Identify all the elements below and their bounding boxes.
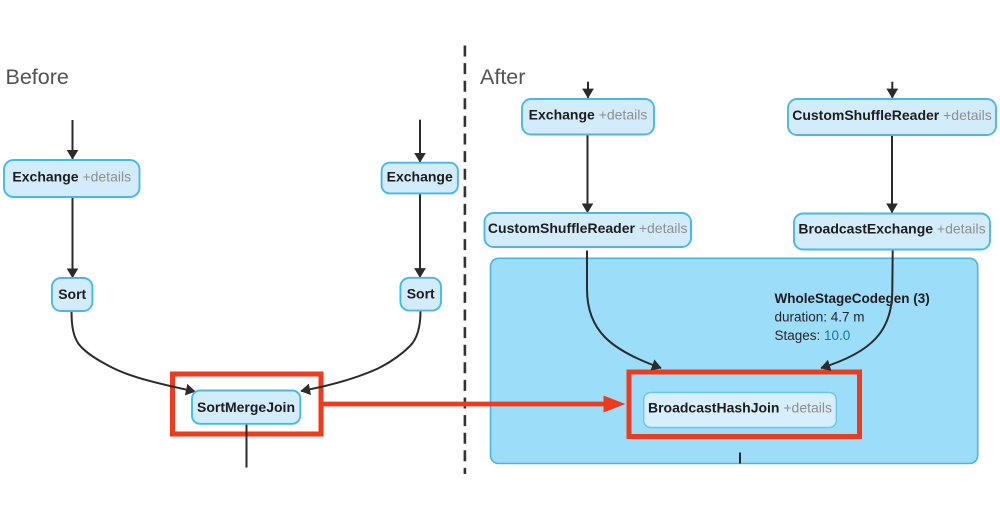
svg-text:Sort: Sort bbox=[58, 286, 86, 302]
svg-text:BroadcastExchange +details: BroadcastExchange +details bbox=[798, 221, 985, 237]
svg-text:BroadcastHashJoin +details: BroadcastHashJoin +details bbox=[648, 399, 832, 415]
svg-text:CustomShuffleReader +details: CustomShuffleReader +details bbox=[488, 220, 688, 236]
svg-text:Exchange: Exchange bbox=[387, 168, 453, 184]
svg-text:Exchange +details: Exchange +details bbox=[529, 107, 648, 123]
svg-text:Stages: 10.0: Stages: 10.0 bbox=[775, 328, 851, 343]
svg-text:Exchange +details: Exchange +details bbox=[12, 169, 131, 185]
svg-text:CustomShuffleReader +details: CustomShuffleReader +details bbox=[792, 107, 992, 123]
svg-text:SortMergeJoin: SortMergeJoin bbox=[197, 399, 295, 415]
svg-text:duration: 4.7 m: duration: 4.7 m bbox=[775, 310, 865, 325]
svg-text:After: After bbox=[480, 65, 525, 89]
svg-text:Sort: Sort bbox=[407, 285, 435, 301]
svg-text:WholeStageCodegen (3): WholeStageCodegen (3) bbox=[775, 291, 930, 306]
svg-text:Before: Before bbox=[6, 65, 69, 89]
